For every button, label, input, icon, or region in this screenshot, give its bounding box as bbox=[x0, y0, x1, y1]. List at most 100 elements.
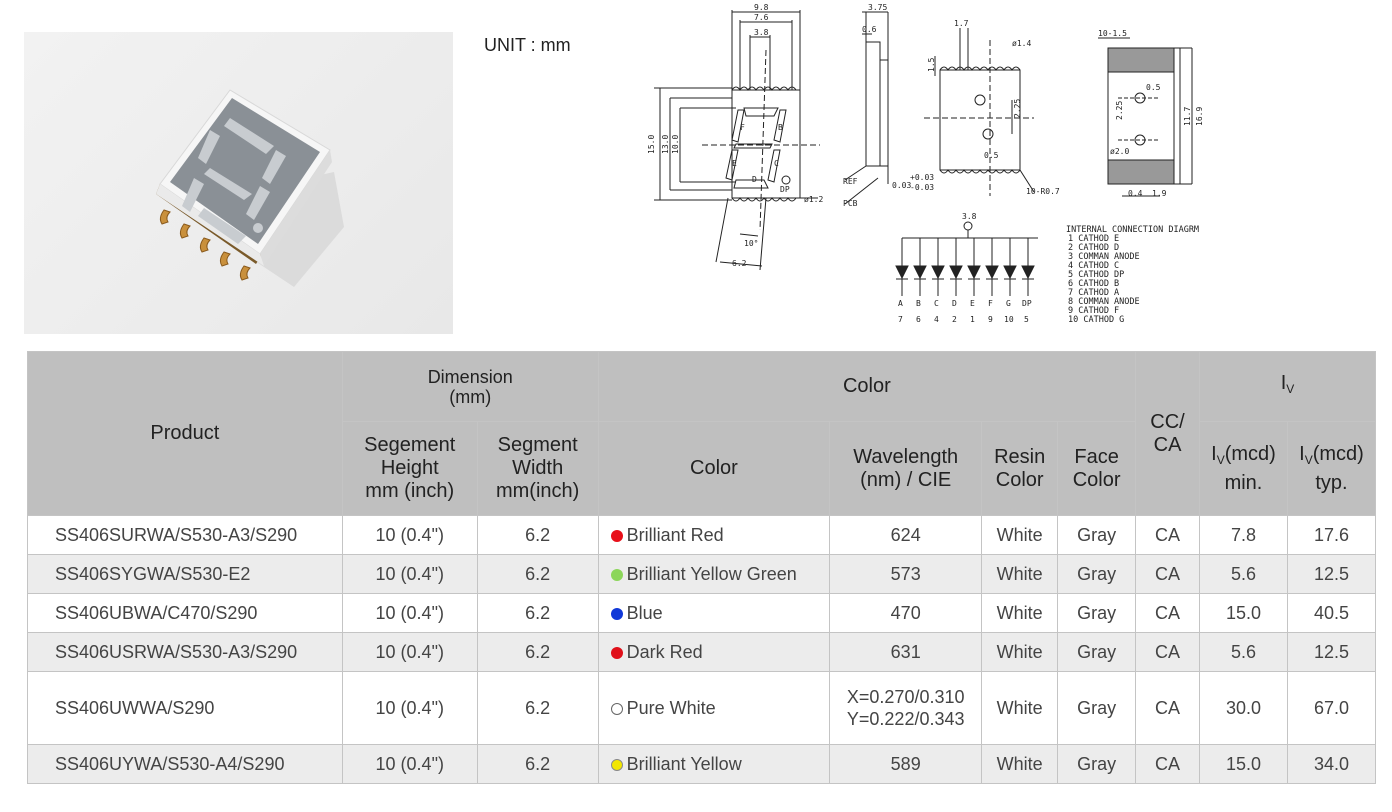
segment-label-dp: DP bbox=[780, 185, 790, 194]
cie-x: X=0.270/0.310 bbox=[846, 687, 965, 707]
cell-cc-ca: CA bbox=[1135, 554, 1200, 594]
color-dot-icon bbox=[610, 568, 623, 581]
header-iv: IV bbox=[1199, 351, 1376, 422]
header-resin-l1: Resin bbox=[994, 445, 1046, 468]
package-outline-drawing: 9.8 7.6 3.8 15.0 13.0 10.0 10° 6.2 ø1.2 … bbox=[647, 3, 1204, 325]
connection-6: 6 CATHOD B bbox=[1068, 279, 1119, 289]
cell-iv-min: 5.6 bbox=[1199, 632, 1288, 672]
cell-iv-typ: 67.0 bbox=[1286, 671, 1377, 745]
dim-9-8: 9.8 bbox=[754, 3, 769, 12]
dim-right-2-25: 2.25 bbox=[1115, 101, 1124, 120]
dim-plus-tol: +0.03 bbox=[910, 173, 934, 182]
header-iv-min-sub: V bbox=[1216, 452, 1225, 467]
cell-resin: White bbox=[981, 593, 1059, 633]
cell-product: SS406UYWA/S530-A4/S290 bbox=[27, 744, 343, 784]
dim-pin-diameter: ø1.2 bbox=[804, 195, 823, 204]
diode-array bbox=[895, 238, 1035, 296]
circuit-pin-e: 1 bbox=[970, 315, 975, 324]
cell-iv-min: 7.8 bbox=[1199, 515, 1288, 555]
cie-y: Y=0.222/0.343 bbox=[846, 709, 965, 729]
header-seg-width-l1: Segment bbox=[497, 434, 578, 456]
header-wavelength-l1: Wavelength bbox=[853, 445, 959, 468]
circuit-seg-f: F bbox=[988, 299, 993, 308]
cell-product: SS406UBWA/C470/S290 bbox=[27, 593, 343, 633]
dim-10-r0-7: 10-R0.7 bbox=[1026, 187, 1060, 196]
connection-4: 4 CATHOD C bbox=[1068, 261, 1119, 271]
spec-table: Product Dimension (mm) Color CC/ CA IV S… bbox=[27, 351, 1377, 784]
header-iv-typ-sub: V bbox=[1304, 452, 1313, 467]
color-name: Blue bbox=[626, 602, 663, 623]
header-seg-height-l2: Height bbox=[380, 457, 439, 479]
cell-iv-min: 15.0 bbox=[1199, 593, 1288, 633]
cell-height: 10 (0.4") bbox=[341, 632, 478, 672]
connection-5: 5 CATHOD DP bbox=[1068, 270, 1124, 280]
cell-height: 10 (0.4") bbox=[341, 671, 478, 745]
dim-3-75: 3.75 bbox=[868, 3, 887, 12]
cell-color: Dark Red bbox=[597, 632, 831, 672]
header-cc-ca-line1: CC/ bbox=[1150, 410, 1185, 433]
cell-cc-ca: CA bbox=[1135, 671, 1200, 745]
header-resin-l2: Color bbox=[995, 468, 1044, 491]
circuit-pin-dp: 5 bbox=[1024, 315, 1029, 324]
cell-resin: White bbox=[981, 515, 1059, 555]
cell-iv-typ: 17.6 bbox=[1286, 515, 1377, 555]
dim-6-2: 6.2 bbox=[732, 259, 747, 268]
dim-10-1-5: 10-1.5 bbox=[1098, 29, 1127, 38]
cell-face: Gray bbox=[1057, 515, 1137, 555]
cell-product: SS406USRWA/S530-A3/S290 bbox=[27, 632, 343, 672]
dim-minus-tol: -0.03 bbox=[910, 183, 934, 192]
color-dot-icon bbox=[610, 607, 623, 620]
dim-7-6: 7.6 bbox=[754, 13, 769, 22]
header-iv-symbol: I bbox=[1280, 372, 1287, 394]
cell-width: 6.2 bbox=[476, 632, 599, 672]
segment-label-b: B bbox=[778, 123, 783, 132]
header-resin-color: Resin Color bbox=[981, 421, 1059, 516]
header-wavelength: Wavelength (nm) / CIE bbox=[829, 421, 983, 516]
cell-color: Brilliant Yellow Green bbox=[597, 554, 831, 594]
color-name: Brilliant Yellow Green bbox=[626, 563, 797, 584]
color-dot-icon bbox=[610, 758, 623, 771]
circuit-seg-c: C bbox=[934, 299, 939, 308]
circuit-seg-b: B bbox=[916, 299, 921, 308]
table-row: SS406UWWA/S290 10 (0.4") 6.2 Pure White … bbox=[27, 671, 1377, 745]
cell-height: 10 (0.4") bbox=[341, 744, 478, 784]
circuit-pin-d: 2 bbox=[952, 315, 957, 324]
color-name: Dark Red bbox=[626, 641, 703, 662]
dim-1-5: 1.5 bbox=[927, 57, 936, 72]
header-seg-width-l2: Width bbox=[512, 457, 564, 479]
dim-16-9: 16.9 bbox=[1195, 107, 1204, 126]
circuit-pin-b: 6 bbox=[916, 315, 921, 324]
dim-1-9: 1.9 bbox=[1152, 189, 1167, 198]
cell-wavelength: 631 bbox=[829, 632, 983, 672]
cell-wavelength: 624 bbox=[829, 515, 983, 555]
connection-2: 2 CATHOD D bbox=[1068, 243, 1119, 253]
cell-wavelength: 589 bbox=[829, 744, 983, 784]
cell-product: SS406SYGWA/S530-E2 bbox=[27, 554, 343, 594]
segment-label-c: C bbox=[774, 159, 779, 168]
header-seg-height-l3: mm (inch) bbox=[365, 480, 455, 502]
dim-1-7: 1.7 bbox=[954, 19, 969, 28]
header-seg-width-l3: mm(inch) bbox=[495, 480, 580, 502]
dim-3-8: 3.8 bbox=[754, 28, 769, 37]
circuit-pin-g: 10 bbox=[1004, 315, 1014, 324]
segment-label-d: D bbox=[752, 175, 757, 184]
cell-wavelength: X=0.270/0.310 Y=0.222/0.343 bbox=[829, 671, 983, 745]
header-product: Product bbox=[27, 351, 343, 516]
cell-width: 6.2 bbox=[476, 671, 599, 745]
cell-cc-ca: CA bbox=[1135, 593, 1200, 633]
header-cc-ca: CC/ CA bbox=[1135, 351, 1200, 516]
connection-8: 8 COMMAN ANODE bbox=[1068, 297, 1140, 307]
table-row: SS406SURWA/S530-A3/S290 10 (0.4") 6.2 Br… bbox=[27, 515, 1377, 555]
dim-2-25: 2.25 bbox=[1013, 99, 1022, 118]
table-row: SS406UYWA/S530-A4/S290 10 (0.4") 6.2 Bri… bbox=[27, 744, 1377, 784]
cell-product: SS406SURWA/S530-A3/S290 bbox=[27, 515, 343, 555]
circuit-seg-a: A bbox=[898, 299, 903, 308]
header-iv-typ-prefix: I bbox=[1299, 442, 1305, 465]
color-name: Brilliant Yellow bbox=[626, 753, 742, 774]
cell-iv-min: 30.0 bbox=[1199, 671, 1288, 745]
dimension-drawings: 9.8 7.6 3.8 15.0 13.0 10.0 10° 6.2 ø1.2 … bbox=[640, 0, 1240, 340]
header-dimension-line2: (mm) bbox=[449, 386, 492, 407]
header-wavelength-l2: (nm) / CIE bbox=[860, 468, 952, 491]
header-seg-height-l1: Segement bbox=[364, 434, 456, 456]
cell-iv-min: 5.6 bbox=[1199, 554, 1288, 594]
